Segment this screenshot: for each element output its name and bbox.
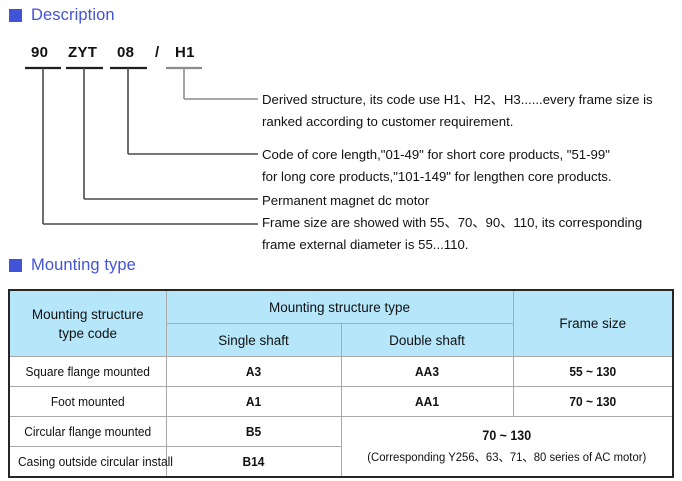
header-single-shaft: Single shaft [165, 323, 342, 357]
model-code-row: 90 ZYT 08 / H1 [0, 44, 682, 66]
table-row: Square flange mounted A3 AA3 55 ~ 130 [9, 356, 673, 387]
row-label-foot: Foot mounted [14, 386, 161, 417]
header-type-code-line1: Mounting structure [31, 306, 144, 322]
row-label-casing-outside: Casing outside circular install [14, 446, 173, 478]
code-token-motor-type: ZYT [68, 44, 98, 61]
table-header-row-1: Mounting structure type code Mounting st… [8, 289, 674, 357]
table-row: Casing outside circular install B14 [9, 446, 673, 478]
code-token-frame-size: 90 [31, 44, 49, 61]
note-motor-type: Permanent magnet dc motor [262, 190, 429, 212]
note-frame-size: Frame size are showed with 55、70、90、110,… [262, 212, 642, 256]
row-single-circular-flange: B5 [172, 416, 335, 447]
row-single-casing-outside: B14 [172, 446, 335, 478]
section-title-mounting: Mounting type [31, 256, 136, 274]
note-derived-line2: ranked according to customer requirement… [262, 114, 514, 129]
merged-frame-size-value: 70 ~ 130 [482, 428, 532, 443]
table-row: Foot mounted A1 AA1 70 ~ 130 [9, 386, 673, 417]
row-label-circular-flange: Circular flange mounted [14, 416, 161, 447]
note-core-line2: for long core products,"101-149" for len… [262, 169, 612, 184]
header-type-code: Mounting structure type code [8, 289, 167, 357]
table-row: Circular flange mounted B5 70 ~ 130 (Cor… [9, 416, 673, 478]
header-frame-size: Frame size [512, 289, 674, 357]
row-frame-foot: 70 ~ 130 [518, 386, 668, 417]
merged-frame-size-note: (Corresponding Y256、63、71、80 series of A… [367, 450, 647, 464]
code-token-core-length: 08 [117, 44, 135, 61]
note-motor-type-line1: Permanent magnet dc motor [262, 193, 430, 208]
section-title-description: Description [31, 6, 115, 24]
heading-marker-icon [9, 259, 22, 272]
mounting-type-table: Mounting structure type code Mounting st… [8, 289, 675, 478]
row-single-square-flange: A3 [172, 356, 335, 387]
header-type-code-line2: type code [58, 325, 118, 341]
note-frame-line2: frame external diameter is 55...110. [262, 237, 469, 252]
row-double-square-flange: AA3 [347, 356, 507, 387]
section-heading-description: Description [9, 6, 115, 25]
note-derived-line1: Derived structure, its code use H1、H2、H3… [262, 92, 653, 107]
header-structure-type: Mounting structure type [165, 289, 514, 324]
row-double-foot: AA1 [347, 386, 507, 417]
note-frame-line1: Frame size are showed with 55、70、90、110,… [262, 215, 643, 230]
table-header-row-2: Single shaft Double shaft [9, 323, 673, 357]
merged-frame-size-cell: 70 ~ 130 (Corresponding Y256、63、71、80 se… [353, 416, 661, 478]
note-core-line1: Code of core length,"01-49" for short co… [262, 147, 610, 162]
code-token-derived-structure: H1 [175, 44, 195, 61]
row-frame-square-flange: 55 ~ 130 [518, 356, 668, 387]
row-label-square-flange: Square flange mounted [14, 356, 161, 387]
code-separator: / [155, 44, 160, 61]
heading-marker-icon [9, 9, 22, 22]
row-single-foot: A1 [172, 386, 335, 417]
header-double-shaft: Double shaft [340, 323, 514, 357]
note-derived-structure: Derived structure, its code use H1、H2、H3… [262, 89, 653, 133]
section-heading-mounting: Mounting type [9, 256, 136, 275]
note-core-length: Code of core length,"01-49" for short co… [262, 144, 612, 188]
